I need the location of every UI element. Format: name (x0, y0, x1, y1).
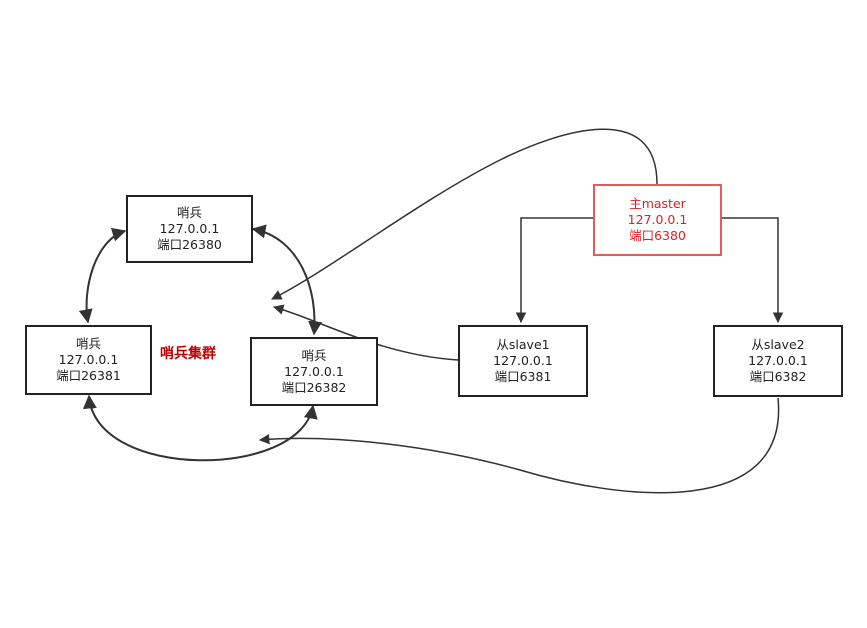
node-ip: 127.0.0.1 (284, 363, 344, 379)
node-title: 哨兵 (75, 336, 101, 351)
slave-node-6381: 从slave1 127.0.0.1 端口6381 (458, 325, 588, 397)
node-port: 端口26380 (157, 237, 222, 252)
slave-node-6382: 从slave2 127.0.0.1 端口6382 (713, 325, 843, 397)
node-ip: 127.0.0.1 (159, 221, 220, 236)
node-port: 端口6381 (494, 369, 552, 384)
master-node-6380: 主master 127.0.0.1 端口6380 (593, 184, 722, 256)
node-title: 从slave1 (496, 337, 550, 352)
edge-slave2-to-sentinels (258, 397, 780, 494)
node-port: 端口26382 (281, 379, 347, 395)
node-title: 哨兵 (301, 347, 327, 363)
node-title: 从slave2 (751, 337, 805, 352)
node-ip: 127.0.0.1 (748, 353, 808, 368)
edge-sentinel-left-to-mid (82, 394, 318, 462)
node-title: 哨兵 (176, 205, 202, 220)
node-ip: 127.0.0.1 (493, 353, 553, 368)
sentinel-node-26381: 哨兵 127.0.0.1 端口26381 (25, 325, 152, 395)
sentinel-node-26382: 哨兵 127.0.0.1 端口26382 (250, 337, 378, 406)
node-port: 端口6380 (629, 228, 686, 243)
node-ip: 127.0.0.1 (627, 212, 688, 227)
edge-master-to-slave1 (515, 217, 593, 324)
sentinel-cluster-label: 哨兵集群 (160, 346, 216, 362)
edge-master-to-sentinels (271, 128, 658, 300)
node-port: 端口26381 (56, 368, 121, 383)
edge-slave1-to-sentinels (272, 304, 459, 361)
edge-sentinel-top-to-left (78, 227, 127, 324)
node-title: 主master (629, 196, 686, 211)
edge-sentinel-top-to-mid (251, 224, 323, 336)
edge-master-to-slave2 (721, 217, 784, 324)
node-ip: 127.0.0.1 (58, 352, 119, 367)
node-port: 端口6382 (749, 369, 807, 384)
sentinel-node-26380: 哨兵 127.0.0.1 端口26380 (126, 195, 253, 263)
